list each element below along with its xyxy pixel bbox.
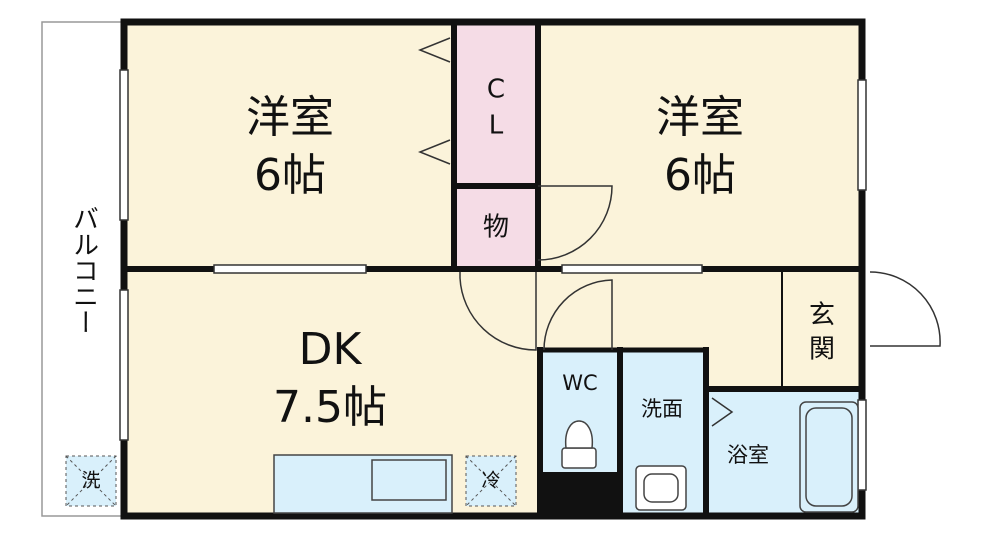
closet-floor (454, 22, 538, 186)
washroom-label: 洗面 (641, 397, 683, 421)
fridge-label: 冷 (481, 470, 500, 492)
closet-label-top: C (487, 75, 505, 105)
entrance-label-top: 玄 (809, 301, 835, 331)
bathroom-label: 浴室 (727, 443, 769, 467)
door-swings (417, 37, 941, 427)
wash-basin (635, 465, 687, 511)
western-room-1-size: 6帖 (254, 150, 326, 201)
dk-size: 7.5帖 (273, 382, 387, 433)
storage-floor (454, 186, 538, 269)
wc-label: WC (562, 371, 597, 395)
western-room-1-name: 洋室 (246, 92, 334, 143)
washing-machine-label: 洗 (81, 470, 100, 492)
balcony-area (41, 21, 125, 517)
pipe-shaft (540, 472, 620, 516)
balcony-label: バルコニー (69, 205, 99, 335)
dk-name: DK (299, 324, 363, 375)
western-room-2-size: 6帖 (664, 150, 736, 201)
bathtub (799, 401, 859, 513)
fridge-space (465, 455, 517, 507)
entrance-label-bottom: 関 (809, 335, 835, 365)
washing-machine-space (65, 455, 117, 507)
windows (119, 69, 867, 491)
western-room-1-floor (124, 22, 454, 269)
toilet (561, 420, 597, 469)
kitchen-counter (273, 454, 453, 514)
western-room-2-floor (538, 22, 862, 269)
closet-label-bottom: L (489, 111, 504, 141)
storage-label: 物 (483, 213, 509, 243)
western-room-2-name: 洋室 (656, 92, 744, 143)
